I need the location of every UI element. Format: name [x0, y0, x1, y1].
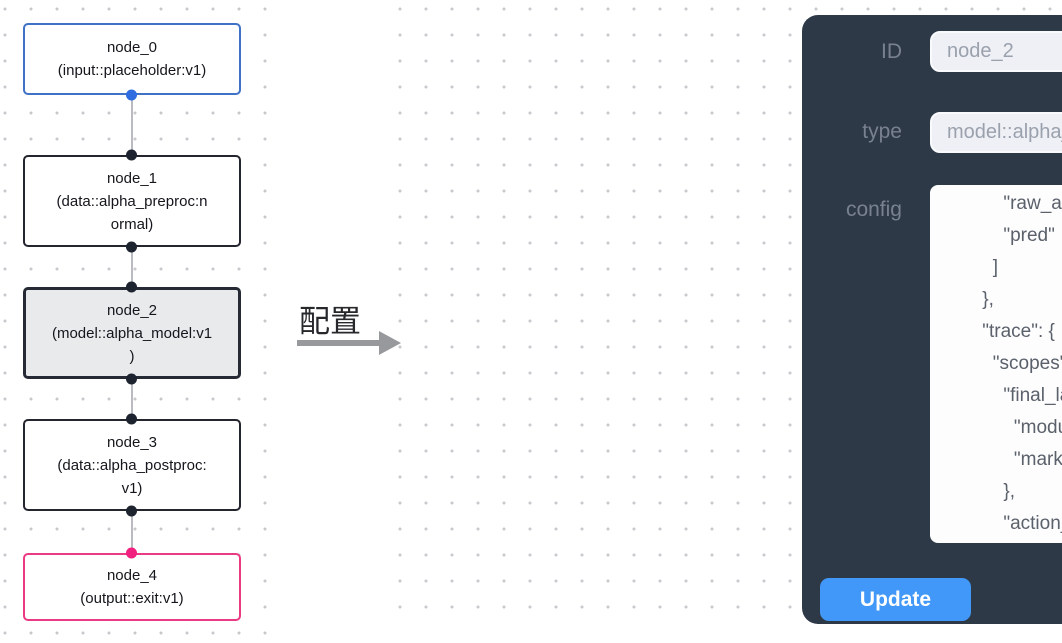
node-type-label: (model::alpha_model:v1 — [51, 324, 213, 342]
node-type-label: (output::exit:v1) — [80, 590, 184, 607]
input-handle-node_3[interactable] — [126, 413, 137, 425]
config-json-text: "raw_action", "pred" ] }, "trace": { "sc… — [982, 193, 1062, 534]
node-label: node_2 — [106, 301, 158, 319]
transfer-label: 配置 — [299, 304, 361, 339]
node-type-label: (data::alpha_preproc:n — [56, 192, 208, 210]
node-type-label: ) — [129, 347, 135, 365]
flow-node-node_2-selected[interactable]: node_2 (model::alpha_model:v1 ) — [23, 287, 241, 379]
node-type-label: v1) — [121, 479, 143, 497]
edge-node1-node2 — [131, 247, 133, 287]
input-handle-node_4[interactable] — [126, 547, 137, 559]
id-field-label: ID — [881, 40, 902, 63]
output-handle-node_3[interactable] — [126, 505, 137, 517]
edge-node0-node1 — [131, 95, 133, 155]
output-handle-node_2[interactable] — [126, 373, 137, 385]
id-input[interactable] — [930, 31, 1062, 72]
node-label: node_0 — [106, 39, 158, 56]
type-field-label: type — [862, 120, 902, 143]
flow-node-node_4[interactable]: node_4 (output::exit:v1) — [23, 553, 241, 621]
node-config-panel: ID type config "raw_action", "pred" ] },… — [802, 15, 1062, 624]
output-handle-node_1[interactable] — [126, 241, 137, 253]
output-handle-node_0[interactable] — [126, 89, 137, 101]
node-label: node_3 — [106, 433, 158, 451]
config-field-label: config — [845, 198, 902, 221]
panel-canvas: ID type config "raw_action", "pred" ] },… — [392, 0, 1062, 626]
update-button[interactable]: Update — [820, 578, 971, 621]
edge-node3-node4 — [131, 511, 133, 553]
right-arrow-icon — [297, 340, 379, 346]
node-type-label: ormal) — [110, 215, 154, 233]
input-handle-node_2[interactable] — [126, 281, 137, 293]
node-label: node_1 — [106, 169, 158, 187]
flow-canvas: node_0 (input::placeholder:v1) node_1 (d… — [0, 0, 281, 643]
flow-node-node_0[interactable]: node_0 (input::placeholder:v1) — [23, 23, 241, 95]
flow-node-node_1[interactable]: node_1 (data::alpha_preproc:n ormal) — [23, 155, 241, 247]
edge-node2-node3 — [131, 379, 133, 419]
config-textarea[interactable]: "raw_action", "pred" ] }, "trace": { "sc… — [930, 185, 1062, 543]
type-input[interactable] — [930, 112, 1062, 153]
input-handle-node_1[interactable] — [126, 149, 137, 161]
node-type-label: (input::placeholder:v1) — [57, 62, 207, 79]
node-label: node_4 — [106, 567, 158, 584]
flow-node-node_3[interactable]: node_3 (data::alpha_postproc: v1) — [23, 419, 241, 511]
node-type-label: (data::alpha_postproc: — [57, 456, 207, 474]
